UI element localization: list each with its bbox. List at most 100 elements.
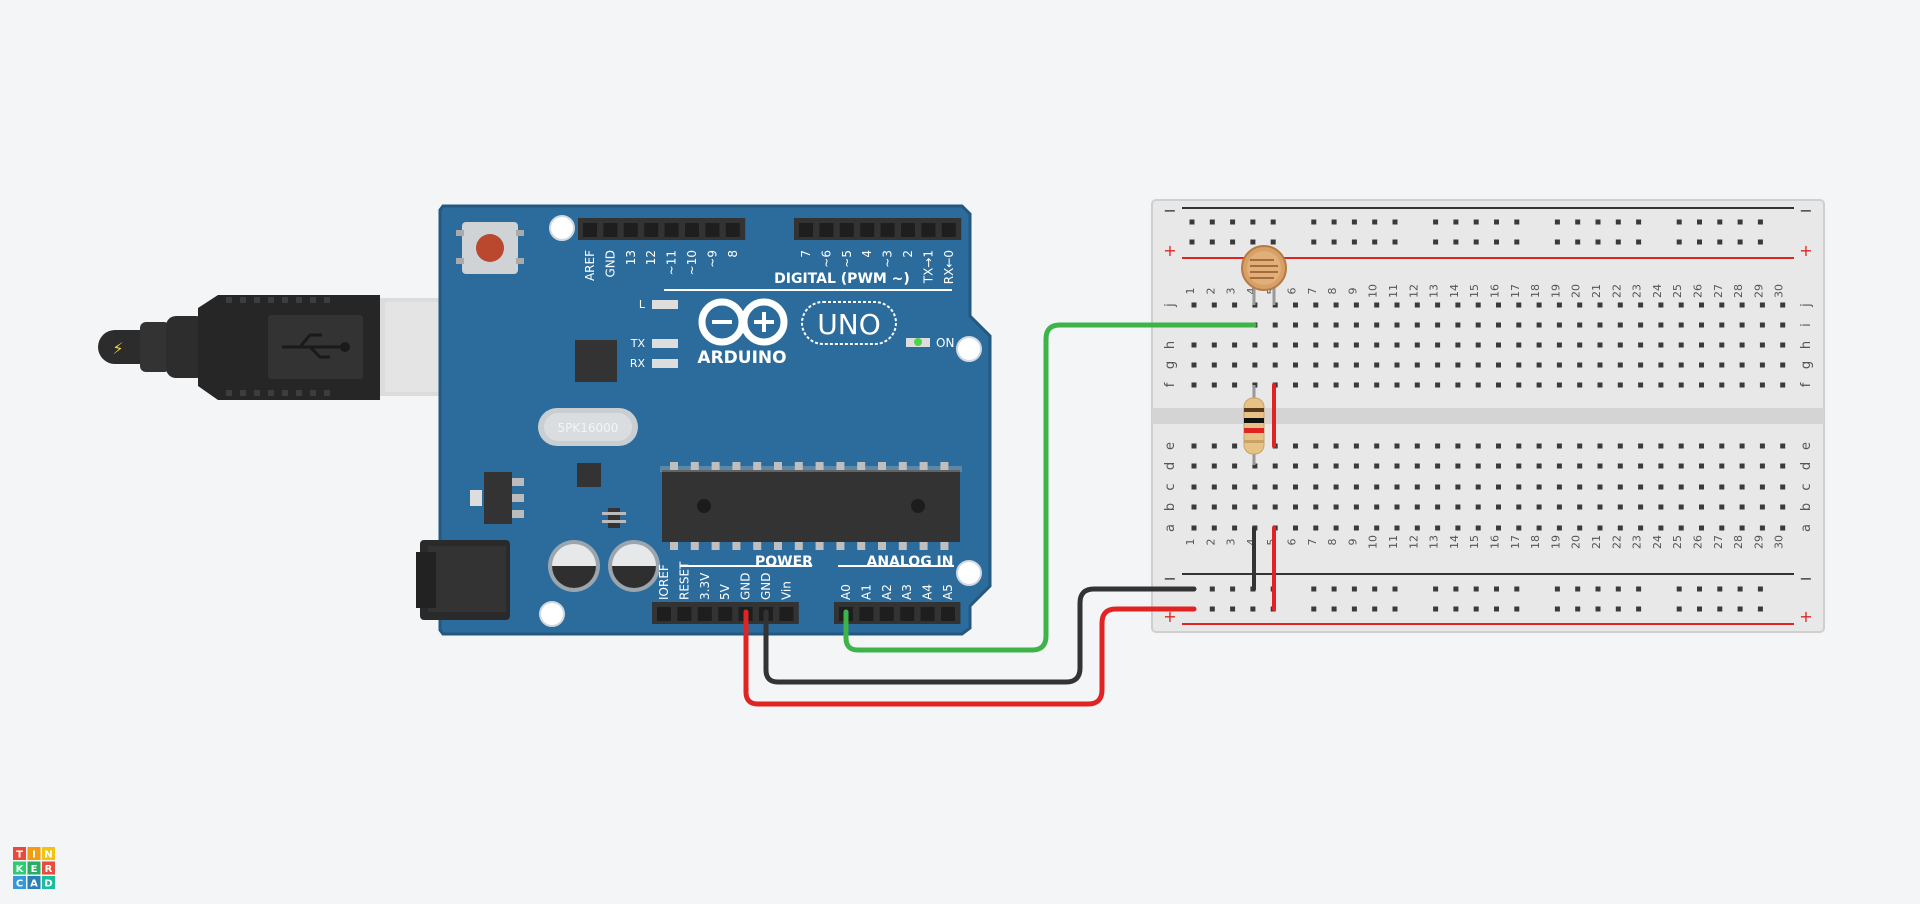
breadboard-hole[interactable]	[1536, 463, 1542, 469]
breadboard-hole[interactable]	[1658, 484, 1664, 490]
breadboard-hole[interactable]	[1597, 484, 1603, 490]
breadboard-hole[interactable]	[1455, 525, 1461, 531]
rail-hole[interactable]	[1595, 239, 1601, 245]
breadboard-hole[interactable]	[1252, 504, 1258, 510]
rail-hole[interactable]	[1636, 586, 1642, 592]
breadboard-hole[interactable]	[1556, 443, 1562, 449]
rail-hole[interactable]	[1331, 606, 1337, 612]
breadboard-hole[interactable]	[1496, 463, 1501, 469]
rail-hole[interactable]	[1575, 219, 1581, 225]
breadboard-hole[interactable]	[1475, 302, 1481, 308]
breadboard-hole[interactable]	[1211, 525, 1217, 531]
breadboard-hole[interactable]	[1293, 362, 1298, 368]
rail-hole[interactable]	[1351, 586, 1357, 592]
breadboard-hole[interactable]	[1617, 322, 1623, 328]
breadboard-hole[interactable]	[1719, 302, 1725, 308]
header-socket[interactable]	[900, 607, 915, 621]
rail-hole[interactable]	[1433, 586, 1439, 592]
rail-hole[interactable]	[1697, 586, 1702, 592]
rail-hole[interactable]	[1636, 606, 1642, 612]
rail-hole[interactable]	[1189, 219, 1195, 225]
rail-hole[interactable]	[1209, 586, 1215, 592]
rail-hole[interactable]	[1494, 586, 1499, 592]
breadboard-hole[interactable]	[1556, 382, 1562, 388]
wire-ground[interactable]	[763, 586, 1197, 685]
breadboard-hole[interactable]	[1699, 362, 1704, 368]
breadboard-hole[interactable]	[1353, 302, 1359, 308]
breadboard-hole[interactable]	[1780, 504, 1786, 510]
breadboard-hole[interactable]	[1739, 302, 1745, 308]
breadboard-hole[interactable]	[1577, 322, 1583, 328]
breadboard-hole[interactable]	[1191, 342, 1197, 348]
breadboard-hole[interactable]	[1313, 342, 1319, 348]
breadboard-hole[interactable]	[1617, 342, 1623, 348]
breadboard-hole[interactable]	[1313, 322, 1319, 328]
rail-hole[interactable]	[1209, 239, 1215, 245]
rail-hole[interactable]	[1372, 219, 1378, 225]
breadboard-hole[interactable]	[1293, 443, 1298, 449]
rail-hole[interactable]	[1311, 239, 1317, 245]
rail-hole[interactable]	[1757, 239, 1763, 245]
rail-hole[interactable]	[1757, 219, 1763, 225]
breadboard-hole[interactable]	[1536, 362, 1542, 368]
breadboard-hole[interactable]	[1374, 463, 1380, 469]
breadboard-hole[interactable]	[1374, 302, 1380, 308]
breadboard-hole[interactable]	[1211, 463, 1217, 469]
breadboard-hole[interactable]	[1333, 525, 1339, 531]
breadboard-hole[interactable]	[1496, 443, 1501, 449]
breadboard-hole[interactable]	[1638, 302, 1644, 308]
breadboard-hole[interactable]	[1394, 504, 1400, 510]
breadboard-hole[interactable]	[1475, 362, 1481, 368]
breadboard-hole[interactable]	[1780, 463, 1786, 469]
breadboard-hole[interactable]	[1232, 504, 1238, 510]
rail-hole[interactable]	[1575, 606, 1581, 612]
rail-hole[interactable]	[1209, 606, 1215, 612]
breadboard-hole[interactable]	[1759, 342, 1765, 348]
power-pin-header[interactable]	[652, 602, 799, 624]
breadboard-hole[interactable]	[1597, 362, 1603, 368]
breadboard-hole[interactable]	[1313, 382, 1319, 388]
breadboard-hole[interactable]	[1496, 302, 1501, 308]
breadboard-hole[interactable]	[1191, 525, 1197, 531]
breadboard-hole[interactable]	[1313, 302, 1319, 308]
rail-hole[interactable]	[1697, 606, 1702, 612]
breadboard-hole[interactable]	[1333, 504, 1339, 510]
breadboard-hole[interactable]	[1414, 302, 1420, 308]
breadboard-hole[interactable]	[1435, 525, 1441, 531]
breadboard-hole[interactable]	[1191, 362, 1197, 368]
breadboard-hole[interactable]	[1496, 342, 1501, 348]
breadboard-hole[interactable]	[1232, 382, 1238, 388]
wire-signal-a0[interactable]	[843, 322, 1257, 653]
rail-hole[interactable]	[1453, 239, 1459, 245]
breadboard-hole[interactable]	[1597, 504, 1603, 510]
breadboard-hole[interactable]	[1374, 382, 1380, 388]
breadboard-hole[interactable]	[1252, 362, 1258, 368]
breadboard-hole[interactable]	[1759, 362, 1765, 368]
rail-hole[interactable]	[1250, 239, 1256, 245]
breadboard-hole[interactable]	[1333, 463, 1339, 469]
breadboard-hole[interactable]	[1759, 382, 1765, 388]
breadboard-hole[interactable]	[1577, 504, 1583, 510]
resistor[interactable]	[1243, 385, 1265, 465]
breadboard-hole[interactable]	[1678, 322, 1684, 328]
rail-hole[interactable]	[1717, 239, 1723, 245]
breadboard-hole[interactable]	[1435, 302, 1441, 308]
breadboard-hole[interactable]	[1516, 484, 1522, 490]
breadboard-hole[interactable]	[1232, 443, 1238, 449]
rail-hole[interactable]	[1595, 219, 1601, 225]
breadboard-hole[interactable]	[1516, 322, 1522, 328]
breadboard-hole[interactable]	[1536, 504, 1542, 510]
rail-hole[interactable]	[1697, 219, 1702, 225]
breadboard-hole[interactable]	[1759, 525, 1765, 531]
breadboard-hole[interactable]	[1759, 463, 1765, 469]
rail-hole[interactable]	[1209, 219, 1215, 225]
breadboard-hole[interactable]	[1475, 382, 1481, 388]
breadboard-hole[interactable]	[1678, 525, 1684, 531]
breadboard-hole[interactable]	[1780, 322, 1786, 328]
breadboard-hole[interactable]	[1780, 382, 1786, 388]
breadboard-hole[interactable]	[1699, 342, 1704, 348]
breadboard-hole[interactable]	[1475, 322, 1481, 328]
breadboard-hole[interactable]	[1374, 504, 1380, 510]
breadboard-hole[interactable]	[1759, 443, 1765, 449]
rail-hole[interactable]	[1453, 219, 1459, 225]
